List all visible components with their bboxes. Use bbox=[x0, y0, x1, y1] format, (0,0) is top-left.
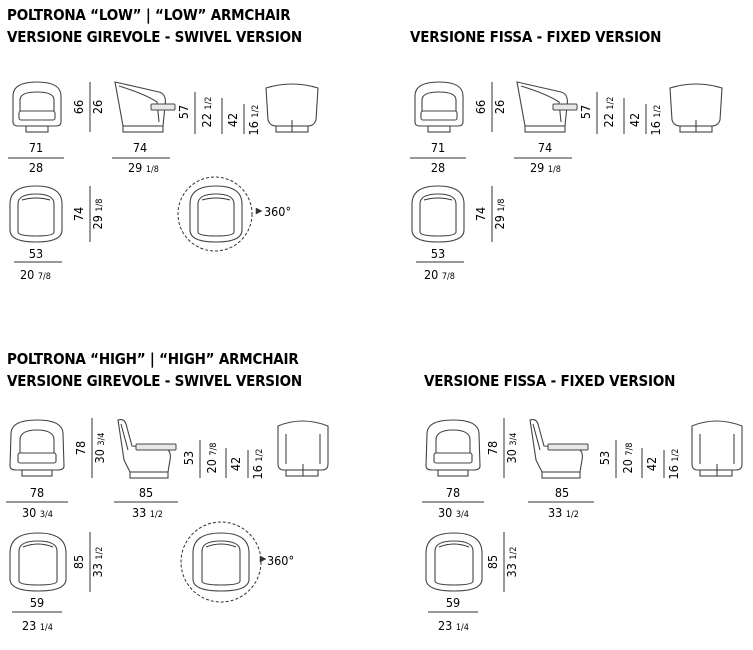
top-width-cm: 59 bbox=[30, 595, 44, 610]
side-height-in: 22 1/2 bbox=[199, 97, 214, 128]
high-swivel-group: 78 30 3/4 78 30 3/4 85 33 1/2 53 20 7/8 … bbox=[6, 418, 329, 633]
side-height-cm: 53 bbox=[181, 451, 196, 465]
top-depth-in: 29 1/8 bbox=[90, 199, 105, 230]
top-depth-cm: 85 bbox=[71, 555, 86, 569]
high-fixed-group: 78 30 3/4 78 30 3/4 85 33 1/2 53 20 7/8 … bbox=[422, 418, 743, 633]
side-height-in: 22 1/2 bbox=[601, 97, 616, 128]
side-height-cm: 57 bbox=[176, 105, 191, 119]
low-swivel-group: 71 28 66 26 74 29 1/8 57 22 1/2 42 16 1/… bbox=[8, 81, 319, 282]
top-width-cm: 59 bbox=[446, 595, 460, 610]
front-width-in: 28 bbox=[29, 160, 43, 175]
side-view-drawing bbox=[114, 81, 176, 133]
swivel-version-label: VERSIONE GIREVOLE - SWIVEL VERSION bbox=[7, 372, 302, 390]
front-width-cm: 78 bbox=[30, 485, 44, 500]
top-depth-in: 33 1/2 bbox=[90, 547, 105, 578]
back-seat-in: 16 1/2 bbox=[246, 105, 261, 136]
side-view-drawing bbox=[529, 418, 589, 479]
side-depth-in: 33 1/2 bbox=[548, 505, 579, 520]
back-view-drawing bbox=[691, 420, 743, 477]
height-cm: 66 bbox=[473, 100, 488, 114]
back-view-drawing bbox=[277, 420, 329, 477]
front-view-drawing bbox=[425, 419, 481, 477]
side-height-in: 20 7/8 bbox=[204, 443, 219, 474]
height-in: 30 3/4 bbox=[504, 433, 519, 464]
seat-height-cm: 26 bbox=[90, 100, 105, 114]
back-seat-cm: 42 bbox=[228, 457, 243, 471]
section-title: POLTRONA “LOW” | “LOW” ARMCHAIR bbox=[7, 6, 291, 25]
section-low: POLTRONA “LOW” | “LOW” ARMCHAIR VERSIONE… bbox=[7, 6, 723, 282]
side-depth-cm: 74 bbox=[538, 140, 552, 155]
side-view-drawing bbox=[516, 81, 578, 133]
front-width-cm: 71 bbox=[29, 140, 43, 155]
top-depth-in: 33 1/2 bbox=[504, 547, 519, 578]
height-in: 30 3/4 bbox=[92, 433, 107, 464]
back-seat-cm: 42 bbox=[225, 113, 240, 127]
rotation-circle bbox=[177, 176, 253, 252]
rotation-top-view bbox=[192, 532, 250, 592]
low-fixed-group: 71 28 66 26 74 29 1/8 57 22 1/2 42 16 1/… bbox=[410, 81, 723, 282]
rotation-circle bbox=[180, 521, 262, 603]
section-high: POLTRONA “HIGH” | “HIGH” ARMCHAIR VERSIO… bbox=[6, 350, 743, 633]
fixed-version-label: VERSIONE FISSA - FIXED VERSION bbox=[424, 372, 675, 390]
top-view-drawing bbox=[411, 185, 465, 243]
front-view-drawing bbox=[12, 81, 62, 133]
side-view-drawing bbox=[117, 418, 177, 479]
top-depth-cm: 85 bbox=[485, 555, 500, 569]
section-title: POLTRONA “HIGH” | “HIGH” ARMCHAIR bbox=[7, 350, 299, 369]
side-depth-cm: 85 bbox=[555, 485, 569, 500]
top-view-drawing bbox=[425, 532, 483, 592]
back-seat-in: 16 1/2 bbox=[648, 105, 663, 136]
top-view-drawing bbox=[9, 532, 67, 592]
front-width-cm: 71 bbox=[431, 140, 445, 155]
top-width-cm: 53 bbox=[431, 246, 445, 261]
side-depth-in: 33 1/2 bbox=[132, 505, 163, 520]
top-depth-cm: 74 bbox=[473, 207, 488, 221]
side-depth-in: 29 1/8 bbox=[128, 160, 159, 175]
back-seat-cm: 42 bbox=[644, 457, 659, 471]
front-width-in: 28 bbox=[431, 160, 445, 175]
rotation-arrow-icon bbox=[255, 207, 263, 215]
height-cm: 78 bbox=[485, 441, 500, 455]
rotation-label: 360° bbox=[264, 204, 291, 219]
top-width-in: 23 1/4 bbox=[22, 618, 53, 633]
top-depth-in: 29 1/8 bbox=[492, 199, 507, 230]
front-width-in: 30 3/4 bbox=[438, 505, 469, 520]
side-depth-cm: 74 bbox=[133, 140, 147, 155]
seat-height-cm: 26 bbox=[492, 100, 507, 114]
front-view-drawing bbox=[414, 81, 464, 133]
side-height-cm: 53 bbox=[597, 451, 612, 465]
top-width-in: 20 7/8 bbox=[20, 267, 51, 282]
top-view-drawing bbox=[9, 185, 63, 243]
top-width-in: 20 7/8 bbox=[424, 267, 455, 282]
height-cm: 78 bbox=[73, 441, 88, 455]
fixed-version-label: VERSIONE FISSA - FIXED VERSION bbox=[410, 28, 661, 46]
rotation-top-view bbox=[189, 185, 243, 243]
front-width-in: 30 3/4 bbox=[22, 505, 53, 520]
side-height-cm: 57 bbox=[578, 105, 593, 119]
back-seat-cm: 42 bbox=[627, 113, 642, 127]
back-seat-in: 16 1/2 bbox=[666, 449, 681, 480]
top-width-cm: 53 bbox=[29, 246, 43, 261]
rotation-arrow-icon bbox=[259, 555, 267, 563]
side-height-in: 20 7/8 bbox=[620, 443, 635, 474]
side-depth-in: 29 1/8 bbox=[530, 160, 561, 175]
top-width-in: 23 1/4 bbox=[438, 618, 469, 633]
swivel-version-label: VERSIONE GIREVOLE - SWIVEL VERSION bbox=[7, 28, 302, 46]
front-view-drawing bbox=[9, 419, 65, 477]
top-depth-cm: 74 bbox=[71, 207, 86, 221]
back-view-drawing bbox=[265, 83, 319, 133]
back-view-drawing bbox=[669, 83, 723, 133]
height-cm: 66 bbox=[71, 100, 86, 114]
rotation-label: 360° bbox=[267, 553, 294, 568]
side-depth-cm: 85 bbox=[139, 485, 153, 500]
back-seat-in: 16 1/2 bbox=[250, 449, 265, 480]
front-width-cm: 78 bbox=[446, 485, 460, 500]
